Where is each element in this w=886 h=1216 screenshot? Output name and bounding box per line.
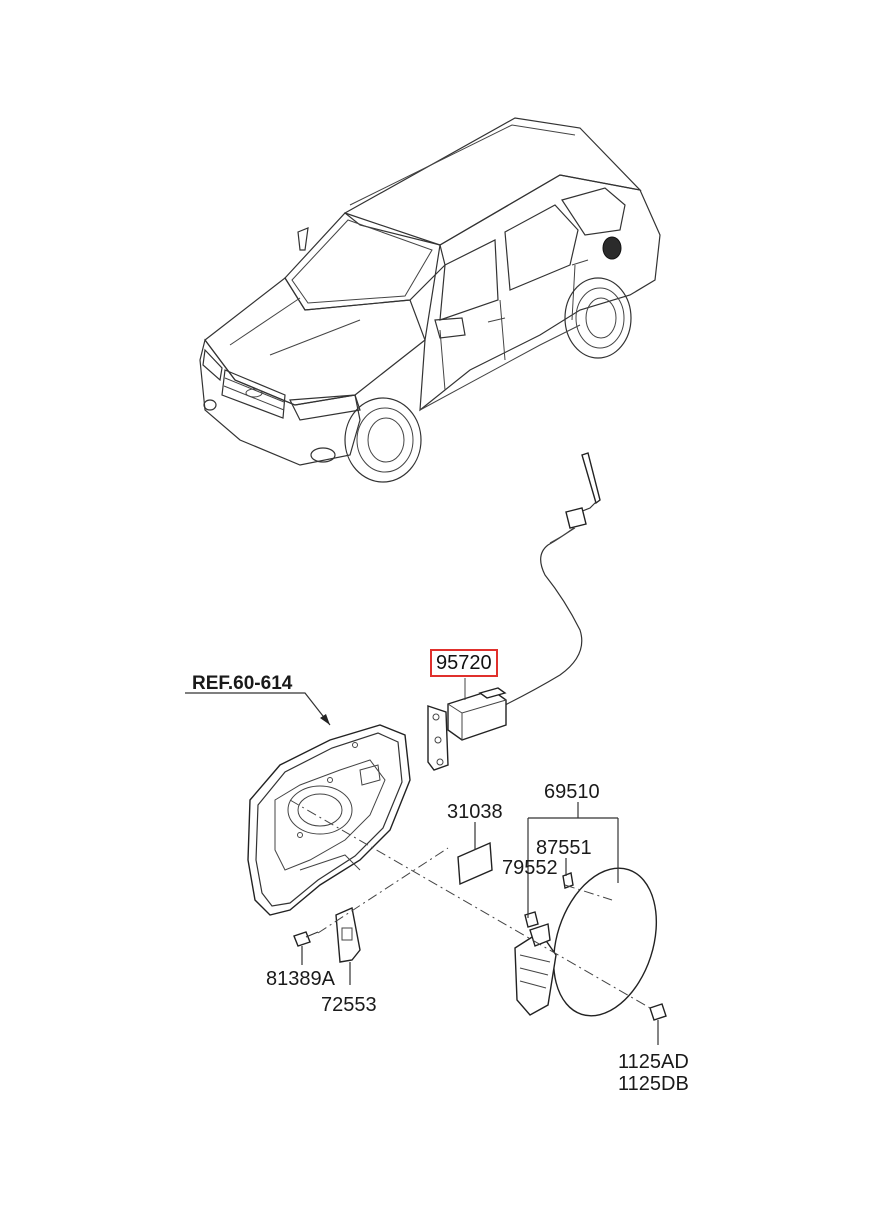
actuator-95720 (427, 678, 507, 771)
ref-label[interactable]: REF.60-614 (192, 673, 293, 694)
leaders-69510 (527, 802, 619, 918)
part-label-72553[interactable]: 72553 (321, 994, 377, 1016)
screw-81389A (293, 931, 319, 965)
part-label-81389A[interactable]: 81389A (266, 968, 335, 990)
bracket-72553 (335, 907, 361, 985)
screw-1125AD (649, 1003, 667, 1045)
hinge-79552 (514, 911, 557, 1016)
spring-87551 (562, 872, 574, 889)
ref-leader-line (185, 692, 331, 726)
filler-housing (247, 724, 411, 916)
part-label-69510[interactable]: 69510 (544, 781, 600, 803)
vehicle-illustration (199, 117, 661, 483)
part-label-87551[interactable]: 87551 (536, 837, 592, 859)
part-label-79552[interactable]: 79552 (502, 857, 558, 879)
ref-leader-arrow (320, 714, 330, 725)
release-cable (504, 452, 601, 706)
part-label-1125AD[interactable]: 1125AD (618, 1051, 689, 1073)
part-label-1125DB[interactable]: 1125DB (618, 1073, 689, 1095)
assembly-center-lines (289, 799, 651, 1009)
part-label-31038[interactable]: 31038 (447, 801, 503, 823)
fuel-door-69510 (552, 867, 658, 1017)
pad-31038 (457, 841, 493, 886)
part-label-95720[interactable]: 95720 (430, 649, 498, 677)
